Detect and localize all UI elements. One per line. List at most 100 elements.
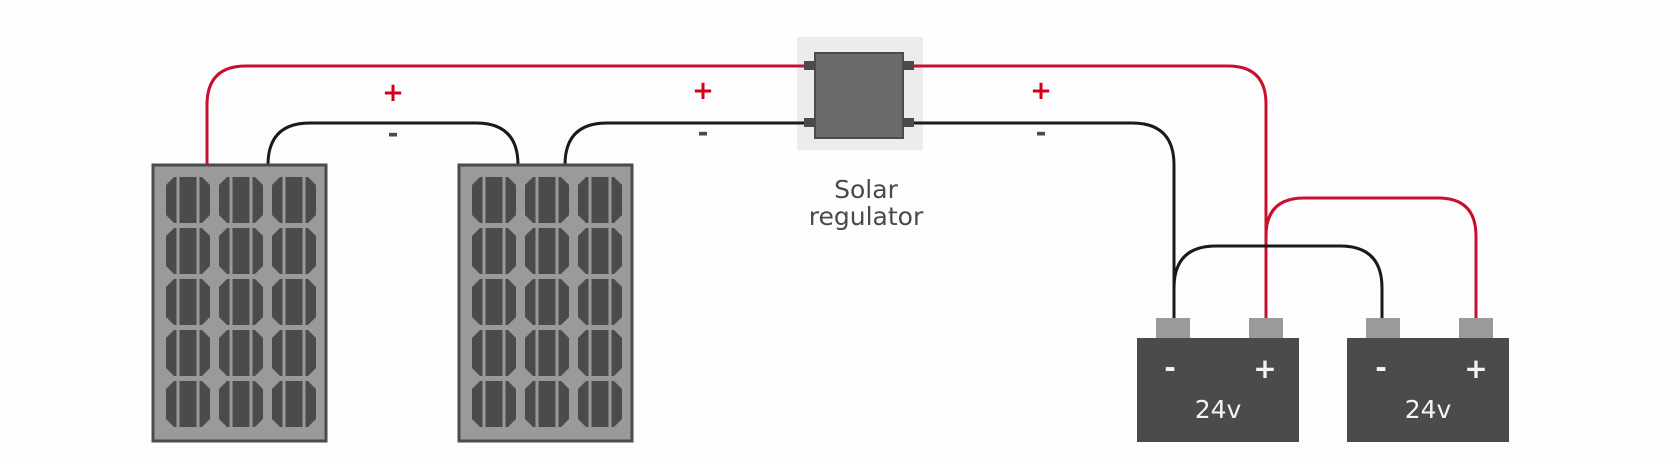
solar-cell-busbar <box>196 228 200 274</box>
wire-label-plus-1: + <box>382 78 404 108</box>
wire-positive-battery1-to-battery2 <box>1264 196 1478 318</box>
solar-cell-busbar <box>482 381 486 427</box>
battery-body <box>1137 338 1299 442</box>
solar-regulator <box>804 52 914 139</box>
solar-cell-busbar <box>502 279 506 325</box>
solar-cell <box>578 177 622 223</box>
solar-cell-busbar <box>555 228 559 274</box>
battery-1: - + 24v <box>1137 318 1299 442</box>
solar-cell <box>272 177 316 223</box>
regulator-terminal-in-positive <box>804 61 816 70</box>
solar-cell-busbar <box>196 279 200 325</box>
regulator-terminal-out-negative <box>902 118 914 127</box>
wire-negative-regulator-to-battery1 <box>914 121 1176 318</box>
solar-cell-busbar <box>608 228 612 274</box>
solar-cell-busbar <box>196 381 200 427</box>
solar-cell-busbar <box>555 279 559 325</box>
solar-cell <box>166 381 210 427</box>
solar-cell <box>219 177 263 223</box>
solar-cell-busbar <box>176 330 180 376</box>
solar-cell-busbar <box>608 330 612 376</box>
solar-cell-busbar <box>249 279 253 325</box>
solar-cell-busbar <box>282 381 286 427</box>
solar-cell <box>525 330 569 376</box>
solar-cell <box>166 279 210 325</box>
solar-cell-busbar <box>302 177 306 223</box>
solar-cell <box>272 279 316 325</box>
solar-cell-busbar <box>176 177 180 223</box>
battery-terminal-negative <box>1156 318 1190 339</box>
battery-voltage-label: 24v <box>1405 395 1452 424</box>
solar-cell <box>578 381 622 427</box>
solar-cell-busbar <box>555 330 559 376</box>
solar-cell-busbar <box>229 279 233 325</box>
battery-positive-label: + <box>1464 352 1487 385</box>
wire-positive-panel1-to-regulator <box>205 64 806 165</box>
solar-cell-busbar <box>588 177 592 223</box>
solar-cell <box>272 228 316 274</box>
solar-cell-busbar <box>482 228 486 274</box>
solar-cell <box>166 228 210 274</box>
wire-negative-battery1-to-battery2 <box>1172 244 1384 318</box>
regulator-terminal-in-negative <box>804 118 816 127</box>
solar-cell-busbar <box>608 177 612 223</box>
battery-2: - + 24v <box>1347 318 1509 442</box>
solar-cell-busbar <box>176 228 180 274</box>
solar-cell <box>219 228 263 274</box>
solar-cell <box>472 177 516 223</box>
battery-negative-label: - <box>1375 351 1387 384</box>
solar-cell <box>272 381 316 427</box>
solar-cell-busbar <box>608 279 612 325</box>
solar-cell <box>472 279 516 325</box>
solar-cell <box>525 279 569 325</box>
solar-cell-busbar <box>502 381 506 427</box>
solar-cell-busbar <box>249 330 253 376</box>
solar-cell <box>525 228 569 274</box>
solar-cell-busbar <box>502 228 506 274</box>
battery-voltage-label: 24v <box>1195 395 1242 424</box>
solar-cell-busbar <box>588 279 592 325</box>
solar-cell-busbar <box>229 381 233 427</box>
battery-terminal-negative <box>1366 318 1400 339</box>
regulator-label-line1: Solar <box>834 175 898 204</box>
solar-cell-busbar <box>482 279 486 325</box>
solar-cell-busbar <box>608 381 612 427</box>
solar-panel-1 <box>151 163 328 443</box>
solar-cell-busbar <box>535 330 539 376</box>
solar-panel-2 <box>457 163 634 443</box>
solar-cell-busbar <box>176 381 180 427</box>
wire-label-minus-3: - <box>1036 118 1047 148</box>
solar-cell-busbar <box>588 381 592 427</box>
solar-cell-busbar <box>535 381 539 427</box>
regulator-label-line2: regulator <box>809 202 924 231</box>
solar-cell-busbar <box>282 330 286 376</box>
regulator-body <box>814 52 904 139</box>
solar-cell <box>166 177 210 223</box>
solar-cell-busbar <box>588 228 592 274</box>
wire-label-minus-2: - <box>698 118 709 148</box>
battery-terminal-positive <box>1249 318 1283 339</box>
solar-cell-busbar <box>302 279 306 325</box>
solar-cell-busbar <box>249 228 253 274</box>
solar-cell-busbar <box>249 381 253 427</box>
solar-cell <box>525 177 569 223</box>
solar-cell <box>472 330 516 376</box>
solar-cell-busbar <box>482 177 486 223</box>
solar-cell-busbar <box>302 381 306 427</box>
solar-cell-busbar <box>302 228 306 274</box>
wire-positive-regulator-to-battery1 <box>914 64 1268 318</box>
solar-cell-busbar <box>282 228 286 274</box>
solar-cell <box>272 330 316 376</box>
solar-cell <box>578 330 622 376</box>
solar-cell-busbar <box>502 330 506 376</box>
solar-cell <box>219 381 263 427</box>
battery-body <box>1347 338 1509 442</box>
solar-cell <box>578 228 622 274</box>
solar-cell <box>578 279 622 325</box>
solar-cell-busbar <box>535 228 539 274</box>
solar-cell-busbar <box>176 279 180 325</box>
solar-cell <box>166 330 210 376</box>
solar-cell-busbar <box>282 279 286 325</box>
solar-cell-busbar <box>229 330 233 376</box>
